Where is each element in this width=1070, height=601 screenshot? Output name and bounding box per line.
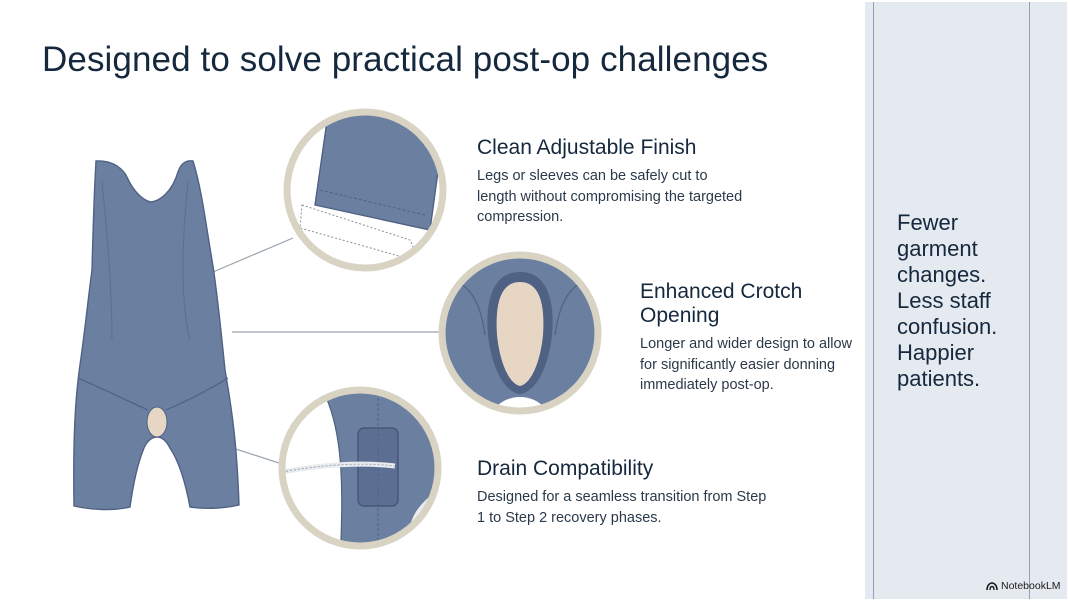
garment-illustration (73, 108, 602, 550)
side-panel-line: confusion. (897, 314, 998, 339)
side-panel-text: Fewer garment changes. Less staff confus… (897, 210, 1027, 392)
feature-title: Clean Adjustable Finish (477, 136, 697, 159)
callout-circle-cut-finish (283, 108, 447, 272)
side-panel-line: changes. (897, 262, 987, 287)
feature-description: Legs or sleeves can be safely cut to len… (477, 168, 743, 225)
side-panel-line: patients. (897, 366, 981, 391)
feature-crotch-opening: Enhanced Crotch Opening Longer and wider… (640, 280, 860, 396)
bodysuit-icon (73, 160, 240, 511)
feature-description: Longer and wider design to allow for sig… (640, 336, 852, 393)
side-panel-line: Happier (897, 340, 975, 365)
side-panel-line: Less staff (897, 288, 991, 313)
panel-rule-left (873, 2, 874, 599)
notebooklm-watermark: NotebookLM (986, 580, 1061, 592)
panel-rule-right (1029, 2, 1030, 599)
side-panel: Fewer garment changes. Less staff confus… (865, 2, 1067, 599)
feature-title: Enhanced Crotch Opening (640, 280, 803, 327)
feature-drain-compatibility: Drain Compatibility Designed for a seaml… (477, 457, 767, 528)
feature-title: Drain Compatibility (477, 457, 654, 480)
feature-clean-finish: Clean Adjustable Finish Legs or sleeves … (477, 136, 747, 228)
notebooklm-logo-icon (986, 581, 998, 590)
slide-title: Designed to solve practical post-op chal… (42, 40, 769, 79)
brand-label: NotebookLM (1001, 580, 1061, 592)
callout-circle-crotch-opening (438, 251, 602, 415)
side-panel-line: Fewer (897, 210, 959, 235)
feature-description: Designed for a seamless transition from … (477, 489, 767, 526)
callout-circle-drain (278, 386, 442, 550)
side-panel-line: garment (897, 236, 978, 261)
